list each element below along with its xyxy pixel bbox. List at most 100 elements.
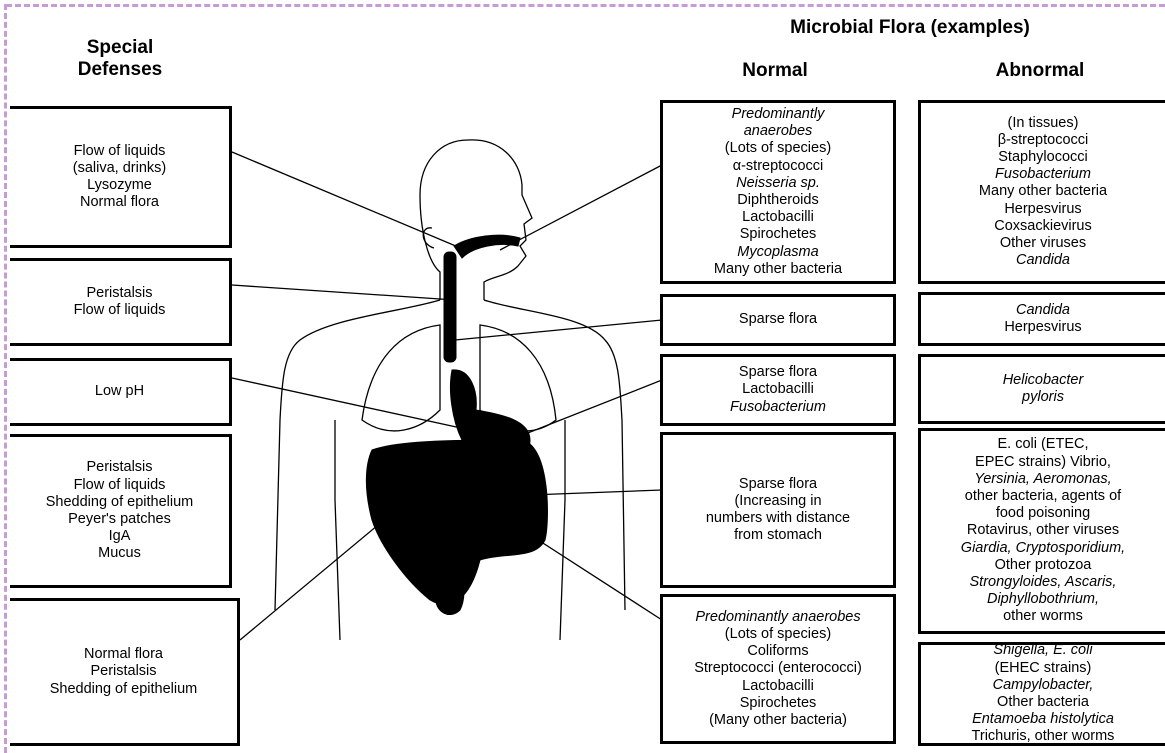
text-line: Mucus — [98, 545, 141, 562]
text-line: Other bacteria — [997, 694, 1089, 711]
normal-flora-box-esophagus: Sparse flora — [660, 294, 896, 346]
normal-flora-box-stomach: Sparse flora Lactobacilli Fusobacterium — [660, 354, 896, 426]
text-line: Predominantly anaerobes — [695, 609, 860, 626]
text-line: Candida — [1016, 302, 1070, 319]
text-line: (saliva, drinks) — [73, 160, 166, 177]
text-line: Shedding of epithelium — [50, 681, 198, 698]
text-line: (Increasing in — [734, 493, 821, 510]
text-line: β-streptococci — [998, 132, 1089, 149]
text-line: (EHEC strains) — [995, 660, 1092, 677]
text-line: anaerobes — [744, 123, 813, 140]
text-line: Fusobacterium — [730, 399, 826, 416]
text-line: Normal flora — [80, 194, 159, 211]
text-line: Lactobacilli — [742, 678, 814, 695]
text-line: Lactobacilli — [742, 381, 814, 398]
text-line: Shedding of epithelium — [46, 494, 194, 511]
text-line: pyloris — [1022, 389, 1064, 406]
text-line: Streptococci (enterococci) — [694, 660, 862, 677]
text-line: Diphtheroids — [737, 192, 818, 209]
text-line: numbers with distance — [706, 510, 850, 527]
abnormal-flora-box-stomach: Helicobacter pyloris — [918, 354, 1165, 424]
text-line: Peristalsis — [86, 459, 152, 476]
text-line: Strongyloides, Ascaris, — [970, 574, 1117, 591]
text-line: Trichuris, other worms — [972, 728, 1115, 745]
text-line: (Lots of species) — [725, 140, 831, 157]
leader-line — [500, 165, 662, 250]
text-line: Flow of liquids — [74, 477, 166, 494]
leader-line — [232, 152, 470, 252]
abnormal-flora-box-mouth: (In tissues) β-streptococci Staphylococc… — [918, 100, 1165, 284]
text-line: E. coli (ETEC, — [997, 436, 1088, 453]
leader-line — [530, 490, 662, 495]
text-line: Fusobacterium — [995, 166, 1091, 183]
defense-box-mouth: Flow of liquids (saliva, drinks) Lysozym… — [10, 106, 232, 248]
text-line: Low pH — [95, 383, 144, 400]
text-line: Normal flora — [84, 646, 163, 663]
normal-flora-box-large-intestine: Predominantly anaerobes (Lots of species… — [660, 594, 896, 744]
text-line: Entamoeba histolytica — [972, 711, 1114, 728]
leader-line — [232, 378, 470, 430]
text-line: Yersinia, Aeromonas, — [974, 471, 1111, 488]
text-line: Other protozoa — [995, 557, 1092, 574]
leader-line — [232, 285, 455, 300]
text-line: Flow of liquids — [74, 143, 166, 160]
text-line: (Many other bacteria) — [709, 712, 847, 729]
text-line: (Lots of species) — [725, 626, 831, 643]
defense-box-stomach: Low pH — [10, 358, 232, 426]
text-line: from stomach — [734, 527, 822, 544]
text-line: EPEC strains) Vibrio, — [975, 454, 1111, 471]
text-line: other bacteria, agents of — [965, 488, 1121, 505]
text-line: Other viruses — [1000, 235, 1086, 252]
text-line: Herpesvirus — [1004, 319, 1081, 336]
text-line: Herpesvirus — [1004, 201, 1081, 218]
abnormal-flora-box-esophagus: Candida Herpesvirus — [918, 292, 1165, 346]
text-line: Coxsackievirus — [994, 218, 1092, 235]
esophagus — [444, 252, 456, 362]
text-line: Staphylococci — [998, 149, 1087, 166]
defense-box-small-intestine: Peristalsis Flow of liquids Shedding of … — [10, 434, 232, 588]
text-line: Peristalsis — [90, 663, 156, 680]
text-line: Predominantly — [732, 106, 825, 123]
text-line: other worms — [1003, 608, 1083, 625]
text-line: Candida — [1016, 252, 1070, 269]
text-line: food poisoning — [996, 505, 1090, 522]
abnormal-flora-box-large-intestine: Shigella, E. coli (EHEC strains) Campylo… — [918, 642, 1165, 746]
abnormal-flora-box-small-intestine: E. coli (ETEC, EPEC strains) Vibrio, Yer… — [918, 428, 1165, 634]
defense-box-esophagus: Peristalsis Flow of liquids — [10, 258, 232, 346]
text-line: Giardia, Cryptosporidium, — [961, 540, 1125, 557]
text-line: Helicobacter — [1003, 372, 1084, 389]
text-line: Neisseria sp. — [736, 175, 820, 192]
text-line: Diphyllobothrium, — [987, 591, 1099, 608]
text-line: Many other bacteria — [714, 261, 842, 278]
text-line: Coliforms — [747, 643, 808, 660]
text-line: Spirochetes — [740, 695, 817, 712]
defense-box-large-intestine: Normal flora Peristalsis Shedding of epi… — [10, 598, 240, 746]
normal-flora-box-small-intestine: Sparse flora (Increasing in numbers with… — [660, 432, 896, 588]
text-line: Peristalsis — [86, 285, 152, 302]
text-line: Lysozyme — [87, 177, 152, 194]
leader-line — [455, 320, 662, 340]
oral-cavity — [454, 235, 520, 258]
right-side-outline — [560, 420, 565, 640]
text-line: Campylobacter, — [993, 677, 1094, 694]
text-line: Mycoplasma — [737, 244, 818, 261]
text-line: Sparse flora — [739, 476, 817, 493]
text-line: (In tissues) — [1008, 115, 1079, 132]
text-line: Sparse flora — [739, 311, 817, 328]
leader-line — [515, 525, 662, 620]
text-line: IgA — [109, 528, 131, 545]
leader-line — [240, 515, 390, 640]
text-line: Sparse flora — [739, 364, 817, 381]
text-line: Peyer's patches — [68, 511, 171, 528]
left-side-outline — [335, 420, 340, 640]
text-line: Many other bacteria — [979, 183, 1107, 200]
face-outline — [468, 140, 532, 300]
text-line: Shigella, E. coli — [993, 642, 1092, 659]
normal-flora-box-mouth: Predominantly anaerobes (Lots of species… — [660, 100, 896, 284]
text-line: Lactobacilli — [742, 209, 814, 226]
text-line: Rotavirus, other viruses — [967, 522, 1119, 539]
text-line: Spirochetes — [740, 226, 817, 243]
leader-line — [510, 380, 662, 440]
text-line: α-streptococci — [733, 158, 824, 175]
text-line: Flow of liquids — [74, 302, 166, 319]
